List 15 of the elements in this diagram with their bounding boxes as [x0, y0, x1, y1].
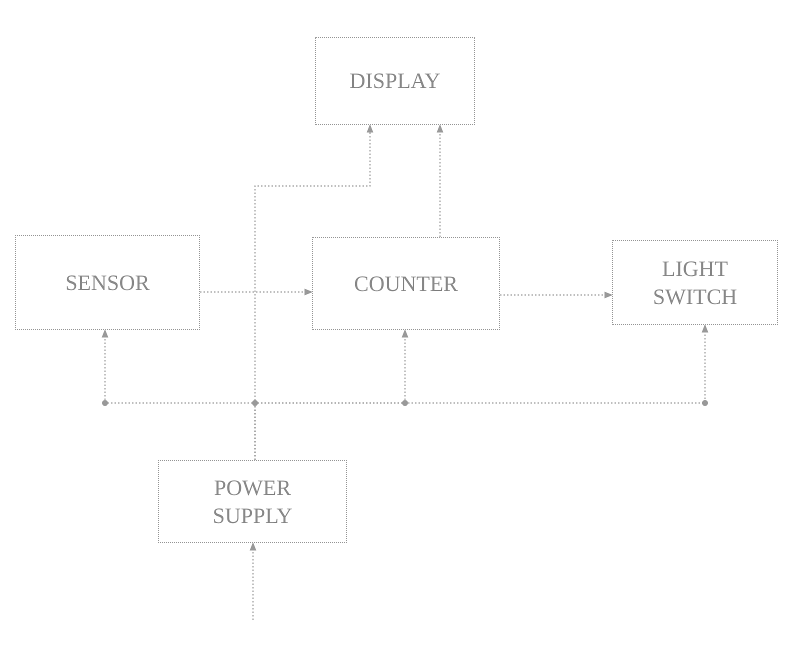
- arrow: [254, 324, 708, 460]
- block-box: [315, 37, 475, 125]
- arrow: [500, 292, 613, 298]
- arrow: [436, 124, 444, 237]
- block-label: LIGHT SWITCH: [652, 255, 738, 310]
- block-label: DISPLAY: [350, 67, 440, 95]
- block-box: [15, 235, 200, 330]
- arrow: [200, 288, 313, 296]
- block-label: SENSOR: [65, 268, 150, 296]
- arrow: [250, 542, 256, 620]
- block-box: [312, 237, 500, 330]
- block-box: [158, 460, 347, 543]
- block-box: [612, 240, 778, 325]
- block-label: COUNTER: [354, 270, 458, 298]
- block-label: POWER SUPPLY: [212, 474, 294, 529]
